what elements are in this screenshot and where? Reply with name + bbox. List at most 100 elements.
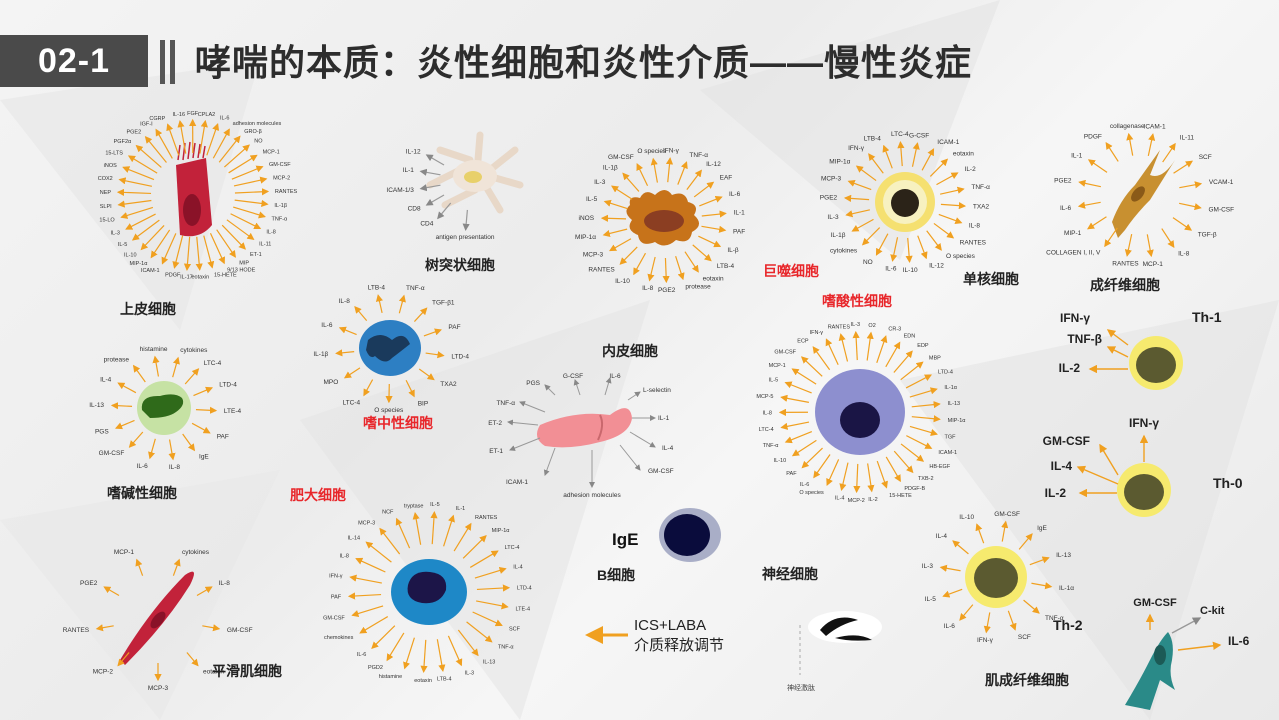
- mediator-label: IFN-γ: [1060, 311, 1090, 325]
- mediator-label: MCP-3: [358, 520, 375, 526]
- mediator-arrow: [343, 367, 361, 379]
- mediator-label: IL-1: [456, 506, 465, 512]
- mediator-label: RANTES: [960, 239, 987, 246]
- mediator-label: LTC-4: [343, 399, 361, 406]
- mediator-label: CD4: [420, 221, 433, 228]
- cell-label-myofibroblast: 肌成纤维细胞: [985, 672, 1069, 688]
- mediator-arrow: [627, 391, 641, 401]
- mediator-arrow: [371, 625, 396, 650]
- mediator-label: IL-β: [727, 247, 739, 254]
- mediator-label: IL-8: [969, 222, 981, 229]
- mediator-label: IL-3: [110, 230, 119, 236]
- mediator-arrow: [876, 460, 888, 489]
- mediator-arrow: [897, 140, 905, 167]
- mediator-label: ET-1: [489, 448, 503, 455]
- mediator-arrow: [812, 346, 831, 371]
- mediator-arrow: [150, 229, 171, 259]
- mediator-arrow: [825, 338, 839, 366]
- mediator-label: IL-8: [340, 553, 349, 559]
- mediator-label: TXA2: [973, 204, 990, 211]
- cell-label-th1: Th-1: [1192, 309, 1222, 325]
- cell-label-smooth-muscle: 平滑肌细胞: [212, 663, 282, 679]
- mediator-label: PGD2: [368, 665, 383, 671]
- cell-label-macrophage: 巨噬细胞: [763, 263, 819, 279]
- mediator-arrow: [182, 433, 196, 452]
- mediator-label: IFN-γ: [848, 145, 865, 152]
- mediator-label: PAF: [786, 471, 797, 477]
- mediator-arrow: [929, 158, 949, 177]
- mediator-arrow: [1173, 160, 1194, 174]
- mediator-arrow: [335, 349, 355, 357]
- mediator-arrow: [507, 419, 539, 426]
- mediator-label: cytokines: [182, 549, 210, 556]
- mediator-arrow: [184, 368, 200, 385]
- mediator-label: 15-HETE: [889, 493, 912, 499]
- mediator-arrow: [152, 355, 160, 377]
- mediator-label: IL-13: [89, 402, 104, 409]
- mediator-label: IL-4: [662, 445, 674, 452]
- mediator-arrow: [909, 425, 939, 436]
- mediator-arrow: [975, 523, 985, 544]
- mediator-label: IL-1: [1071, 152, 1083, 159]
- mediator-arrow: [209, 232, 225, 265]
- mediator-arrow: [573, 379, 581, 396]
- mediator-arrow: [122, 166, 155, 181]
- mediator-arrow: [855, 165, 877, 182]
- mediator-arrow: [412, 512, 422, 545]
- mediator-label: ET-1: [250, 252, 262, 258]
- mediator-arrow: [131, 219, 160, 241]
- mediator-arrow: [95, 624, 114, 632]
- mediator-label: IL-10: [615, 278, 630, 285]
- mediator-label: LTB-4: [864, 135, 882, 142]
- mediator-arrow: [186, 652, 199, 667]
- mediator-arrow: [199, 119, 208, 154]
- mediator-label: O2: [868, 323, 875, 329]
- mediator-label: IL-3: [922, 563, 934, 570]
- mediator-arrow: [921, 148, 935, 171]
- mediator-label: MIP: [239, 261, 249, 267]
- mediator-arrow: [509, 437, 541, 451]
- mediator-arrow: [784, 381, 812, 394]
- mediator-label: IL-3: [827, 214, 839, 221]
- mediator-arrow: [425, 194, 445, 206]
- mediator-arrow: [135, 144, 162, 168]
- mediator-arrow: [911, 142, 920, 167]
- cell-label-mast: 肥大细胞: [290, 487, 346, 503]
- mediator-arrow: [1106, 329, 1129, 346]
- mediator-label: LTC-4: [204, 360, 222, 367]
- mediator-arrow: [196, 586, 213, 597]
- mediator-arrow: [355, 557, 386, 573]
- mediator-arrow: [419, 184, 441, 192]
- mediator-arrow: [876, 335, 888, 363]
- mediator-label: 15-LO: [99, 217, 115, 223]
- mediator-arrow: [148, 438, 156, 460]
- mediator-arrow: [1078, 179, 1101, 188]
- mediator-label: IL-1α: [1059, 585, 1074, 592]
- mediator-arrow: [1161, 228, 1175, 249]
- mediator-arrow: [684, 251, 699, 273]
- mediator-arrow: [462, 534, 487, 559]
- mediator-arrow: [453, 522, 472, 552]
- mediator-arrow: [647, 256, 656, 282]
- mediator-label: CD8: [408, 206, 421, 213]
- mediator-arrow: [838, 333, 849, 362]
- mediator-label: eotaxin: [191, 275, 209, 281]
- mediator-label: EDN: [904, 334, 916, 340]
- mediator-arrow: [813, 454, 831, 479]
- mediator-label: TGF-β: [1198, 232, 1217, 239]
- mediator-arrow: [933, 222, 955, 239]
- mediator-label: CGRP: [149, 116, 165, 122]
- mediator-arrow: [1087, 159, 1108, 173]
- mediator-arrow: [677, 161, 688, 185]
- cell-label-th2: Th-2: [1053, 617, 1083, 633]
- mediator-label: SCF: [1018, 634, 1031, 641]
- mediator-label: PDGF: [1084, 133, 1102, 140]
- mediator-label: TXB-2: [918, 476, 934, 482]
- mediator-label: IL-5: [586, 196, 598, 203]
- mediator-label: IL-6: [885, 266, 897, 273]
- mediator-label: IL-4: [1051, 459, 1073, 473]
- ige-label: IgE: [612, 530, 638, 549]
- mediator-label: RANTES: [1112, 260, 1139, 267]
- mediator-arrow: [1007, 610, 1017, 631]
